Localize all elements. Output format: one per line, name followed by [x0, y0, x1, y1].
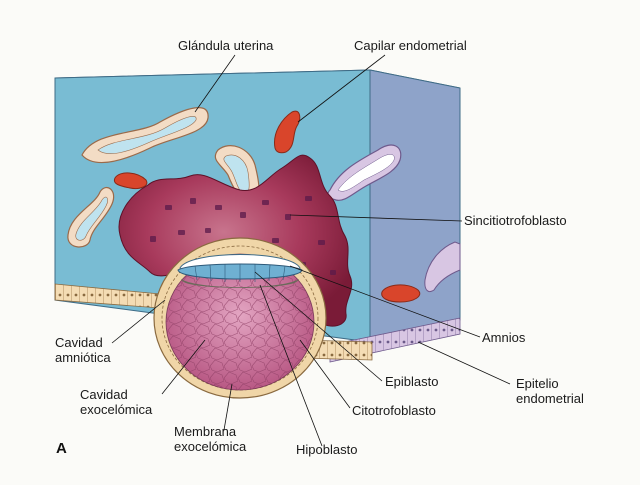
label-cavidad-exocelomica-line1: Cavidad — [80, 387, 128, 402]
exocoelomic-cell-net — [166, 254, 314, 390]
side-gland-lumen — [337, 154, 395, 192]
figure-letter: A — [56, 440, 67, 457]
endometrial-capillaries — [113, 110, 421, 303]
label-epitelio-line1: Epitelio — [516, 376, 559, 391]
label-amnios: Amnios — [482, 330, 526, 345]
label-epitelio-line2: endometrial — [516, 391, 584, 406]
label-cavidad-amniotica-line2: amniótica — [55, 350, 111, 365]
label-sincitiotrofoblasto: Sincitiotrofoblasto — [464, 213, 567, 228]
label-cavidad-exocelomica: Cavidad exocelómica — [80, 387, 152, 417]
label-membrana-line2: exocelómica — [174, 439, 247, 454]
label-cavidad-amniotica-line1: Cavidad — [55, 335, 103, 350]
epiblast-cell-lines — [194, 264, 286, 282]
label-epitelio-endometrial: Epitelio endometrial — [516, 376, 584, 406]
label-membrana-exocelomica: Membrana exocelómica — [174, 424, 246, 454]
label-cavidad-amniotica: Cavidad amniótica — [55, 335, 111, 365]
label-glandula-uterina: Glándula uterina — [178, 38, 274, 53]
hypoblast — [180, 278, 300, 288]
label-citotrofoblasto: Citotrofoblasto — [352, 403, 436, 418]
label-capilar-endometrial: Capilar endometrial — [354, 38, 467, 53]
label-hipoblasto: Hipoblasto — [296, 442, 358, 457]
side-gland-lower — [424, 241, 461, 293]
label-cavidad-exocelomica-line2: exocelómica — [80, 402, 153, 417]
leader-lines — [111, 54, 511, 447]
label-membrana-line1: Membrana — [174, 424, 237, 439]
lacunae — [150, 196, 336, 275]
label-epiblasto: Epiblasto — [385, 374, 439, 389]
